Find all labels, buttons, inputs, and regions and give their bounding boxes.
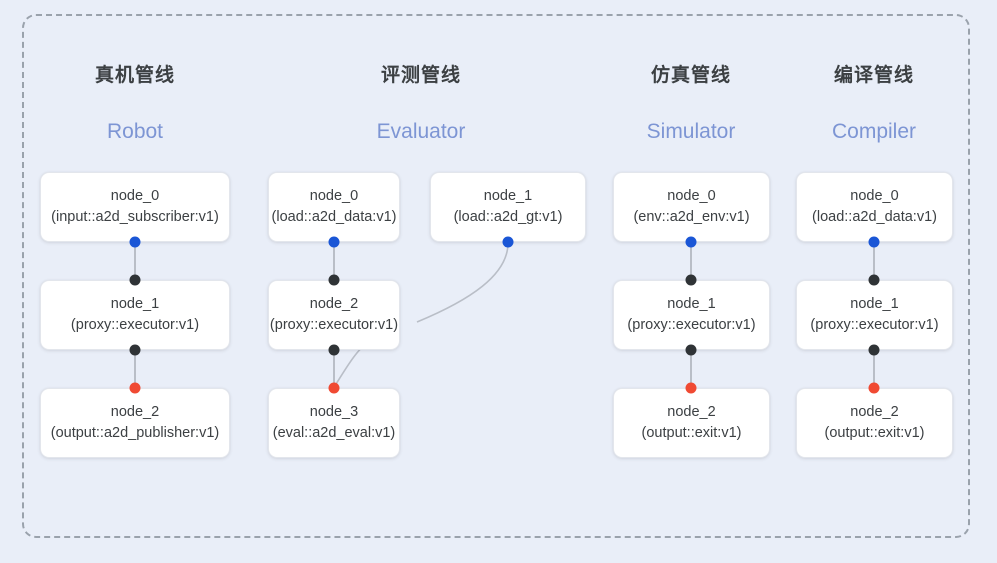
link-simulator-1-2 bbox=[690, 350, 692, 388]
node-type: (output::exit:v1) bbox=[824, 425, 925, 441]
node-name: node_0 bbox=[309, 187, 359, 204]
node-evaluator-3[interactable]: node_3 (eval::a2d_eval:v1) bbox=[268, 388, 400, 458]
link-robot-0-1 bbox=[134, 240, 136, 280]
node-name: node_1 bbox=[110, 295, 160, 312]
node-compiler-0[interactable]: node_0 (load::a2d_data:v1) bbox=[796, 172, 953, 242]
port-red-compiler-node2-in[interactable] bbox=[868, 382, 880, 394]
node-name: node_0 bbox=[110, 187, 160, 204]
port-blue-evaluator-node1-out[interactable] bbox=[502, 236, 514, 248]
node-simulator-2[interactable]: node_2 (output::exit:v1) bbox=[613, 388, 770, 458]
port-black-simulator-node1-in[interactable] bbox=[685, 274, 697, 286]
port-black-robot-node1-out[interactable] bbox=[129, 344, 141, 356]
node-type: (input::a2d_subscriber:v1) bbox=[51, 209, 219, 225]
node-type: (proxy::executor:v1) bbox=[627, 317, 756, 333]
node-name: node_1 bbox=[667, 295, 716, 312]
node-robot-1[interactable]: node_1 (proxy::executor:v1) bbox=[40, 280, 230, 350]
node-name: node_2 bbox=[667, 403, 716, 420]
node-type: (proxy::executor:v1) bbox=[810, 317, 939, 333]
port-blue-robot-node0-out[interactable] bbox=[129, 236, 141, 248]
node-type: (output::exit:v1) bbox=[641, 425, 742, 441]
port-black-evaluator-node2-in[interactable] bbox=[328, 274, 340, 286]
node-name: node_0 bbox=[667, 187, 716, 204]
node-name: node_3 bbox=[309, 403, 359, 420]
diagram-dashed-frame bbox=[22, 14, 970, 538]
node-name: node_2 bbox=[309, 295, 359, 312]
node-type: (output::a2d_publisher:v1) bbox=[50, 425, 220, 441]
port-blue-simulator-node0-out[interactable] bbox=[685, 236, 697, 248]
node-evaluator-2[interactable]: node_2 (proxy::executor:v1) bbox=[268, 280, 400, 350]
node-type: (env::a2d_env:v1) bbox=[633, 209, 750, 225]
node-compiler-2[interactable]: node_2 (output::exit:v1) bbox=[796, 388, 953, 458]
link-evaluator-2-3 bbox=[333, 350, 335, 388]
node-type: (eval::a2d_eval:v1) bbox=[272, 425, 396, 441]
node-type: (proxy::executor:v1) bbox=[269, 317, 399, 333]
node-evaluator-1[interactable]: node_1 (load::a2d_gt:v1) bbox=[430, 172, 586, 242]
node-type: (load::a2d_data:v1) bbox=[271, 209, 397, 225]
link-evaluator-0-2 bbox=[333, 240, 335, 280]
port-red-robot-node2-in[interactable] bbox=[129, 382, 141, 394]
node-compiler-1[interactable]: node_1 (proxy::executor:v1) bbox=[796, 280, 953, 350]
node-robot-2[interactable]: node_2 (output::a2d_publisher:v1) bbox=[40, 388, 230, 458]
node-name: node_1 bbox=[483, 187, 533, 204]
link-robot-1-2 bbox=[134, 350, 136, 388]
port-blue-compiler-node0-out[interactable] bbox=[868, 236, 880, 248]
link-compiler-1-2 bbox=[873, 350, 875, 388]
node-type: (proxy::executor:v1) bbox=[70, 317, 200, 333]
port-red-simulator-node2-in[interactable] bbox=[685, 382, 697, 394]
node-name: node_2 bbox=[110, 403, 160, 420]
port-black-compiler-node1-in[interactable] bbox=[868, 274, 880, 286]
node-name: node_0 bbox=[850, 187, 899, 204]
node-type: (load::a2d_gt:v1) bbox=[453, 209, 563, 225]
link-compiler-0-1 bbox=[873, 240, 875, 280]
node-name: node_2 bbox=[850, 403, 899, 420]
port-black-robot-node1-in[interactable] bbox=[129, 274, 141, 286]
node-simulator-0[interactable]: node_0 (env::a2d_env:v1) bbox=[613, 172, 770, 242]
port-black-simulator-node1-out[interactable] bbox=[685, 344, 697, 356]
node-robot-0[interactable]: node_0 (input::a2d_subscriber:v1) bbox=[40, 172, 230, 242]
port-red-evaluator-node3-in[interactable] bbox=[328, 382, 340, 394]
node-type: (load::a2d_data:v1) bbox=[812, 209, 937, 225]
node-name: node_1 bbox=[850, 295, 899, 312]
node-evaluator-0[interactable]: node_0 (load::a2d_data:v1) bbox=[268, 172, 400, 242]
node-simulator-1[interactable]: node_1 (proxy::executor:v1) bbox=[613, 280, 770, 350]
port-black-evaluator-node2-out[interactable] bbox=[328, 344, 340, 356]
port-blue-evaluator-node0-out[interactable] bbox=[328, 236, 340, 248]
link-simulator-0-1 bbox=[690, 240, 692, 280]
port-black-compiler-node1-out[interactable] bbox=[868, 344, 880, 356]
